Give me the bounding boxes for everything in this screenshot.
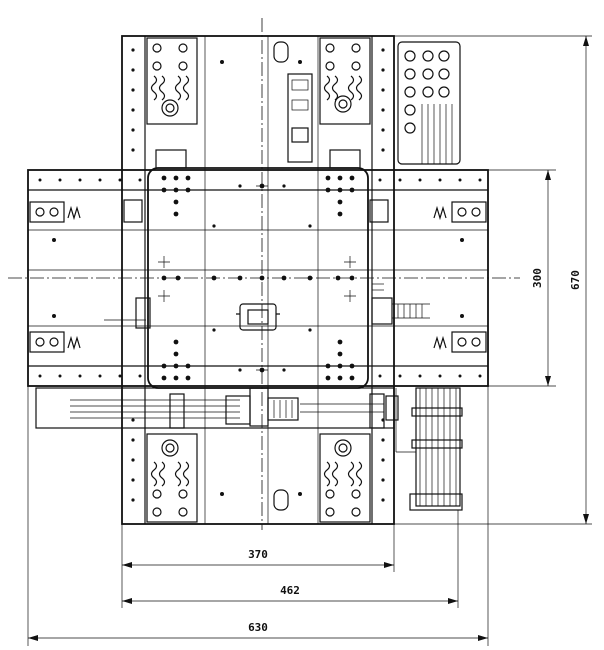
spring-block-bottom-right (319, 433, 371, 523)
center-lines (8, 18, 520, 530)
y-axis-base-plate (121, 35, 395, 525)
x-spring-module-left-bottom (29, 331, 81, 353)
dimension-370: 370 (248, 548, 268, 561)
dimension-lines (27, 35, 592, 646)
spring-block-top-right (319, 37, 371, 169)
spring-block-bottom-left (146, 433, 198, 523)
bottom-rail-and-motor (35, 387, 399, 429)
left-side-block (104, 297, 151, 329)
dimension-670: 670 (569, 270, 582, 290)
connector-panel-bottom (395, 387, 463, 511)
x-spring-module-right-bottom (433, 331, 487, 353)
side-motor (371, 283, 430, 325)
x-spring-module-right-top (369, 199, 487, 223)
dimension-462: 462 (280, 584, 300, 597)
spring-block-top-left (146, 37, 198, 169)
dimension-630: 630 (248, 621, 268, 634)
x-axis-base-plate (27, 169, 489, 387)
table-top-plate (147, 167, 369, 389)
x-spring-module-left-top (29, 199, 143, 223)
dimension-300: 300 (531, 268, 544, 288)
connector-panel-top (397, 41, 461, 165)
